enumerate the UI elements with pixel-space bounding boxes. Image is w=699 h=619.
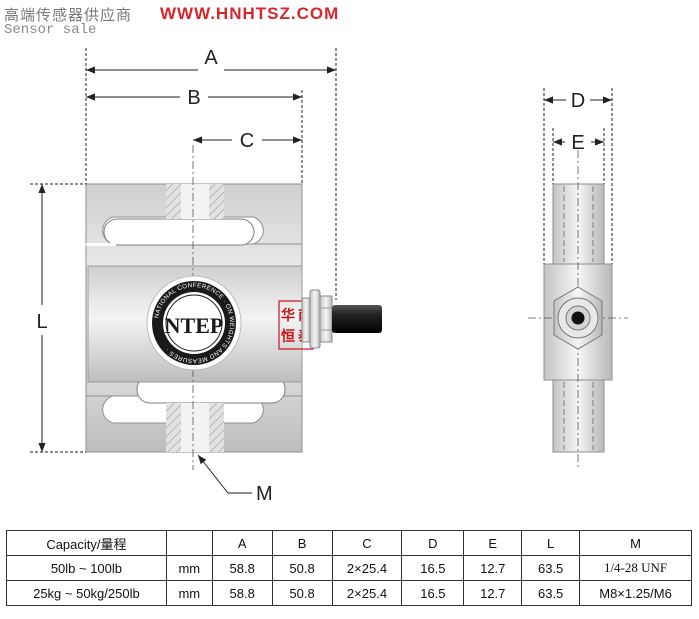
cell-capacity: 50lb ~ 100lb [6,555,167,581]
header-unit [165,530,213,556]
side-bottom-block [552,379,605,453]
cell-m: 1/4-28 UNF [579,555,692,581]
tagline: Sensor sale [4,22,97,38]
side-view [528,150,628,470]
cell-e: 12.7 [463,580,523,606]
cell-b: 50.8 [271,580,333,606]
dim-label-d: D [571,90,585,112]
side-top-block [552,183,605,265]
cell-a: 58.8 [211,580,273,606]
cell-m: M8×1.25/M6 [579,580,692,606]
table-row: 50lb ~ 100lb mm 58.8 50.8 2×25.4 16.5 12… [6,555,692,581]
cell-unit: mm [165,555,213,581]
logo-mark: NTEP [165,313,224,338]
header-a: A [211,530,273,556]
front-dimensions [30,48,337,494]
header-m: M [579,530,692,556]
cell-l: 63.5 [521,555,581,581]
load-cell-drawing: NATIONAL CONFERENCE · ON WEIGHTS AND MEA… [30,47,628,505]
cell-a: 58.8 [211,555,273,581]
side-gland-nut [553,286,603,350]
cell-c: 2×25.4 [331,580,403,606]
cell-l: 63.5 [521,580,581,606]
front-view: NATIONAL CONFERENCE · ON WEIGHTS AND MEA… [85,145,382,470]
header-d: D [401,530,465,556]
dim-label-e: E [571,132,584,154]
cell-e: 12.7 [463,555,523,581]
cell-b: 50.8 [271,555,333,581]
dim-label-a: A [204,47,218,69]
upper-slot [103,218,255,246]
cable [332,305,382,333]
dim-label-l: L [36,311,47,333]
cell-d: 16.5 [401,555,465,581]
dim-label-m: M [256,483,273,505]
header-b: B [271,530,333,556]
header-c: C [331,530,403,556]
company-name: 高端传感器供应商 [4,6,133,24]
svg-text:恒: 恒 [281,328,295,345]
cell-c: 2×25.4 [331,555,403,581]
header-capacity: Capacity/量程 [6,530,167,556]
spec-table: Capacity/量程 A B C D E L M 50lb ~ 100lb m… [6,530,692,606]
website-url[interactable]: WWW.HNHTSZ.COM [160,4,340,23]
dim-label-c: C [240,130,254,152]
cell-unit: mm [165,580,213,606]
svg-text:华: 华 [281,307,295,324]
cell-d: 16.5 [401,580,465,606]
table-header-row: Capacity/量程 A B C D E L M [6,530,692,556]
ntep-logo: NATIONAL CONFERENCE · ON WEIGHTS AND MEA… [146,275,242,371]
header-l: L [521,530,581,556]
cable-gland [301,289,333,349]
dim-label-b: B [187,87,200,109]
cell-capacity: 25kg ~ 50kg/250lb [6,580,167,606]
header-e: E [463,530,523,556]
table-row: 25kg ~ 50kg/250lb mm 58.8 50.8 2×25.4 16… [6,580,692,606]
side-dimensions [543,88,613,264]
